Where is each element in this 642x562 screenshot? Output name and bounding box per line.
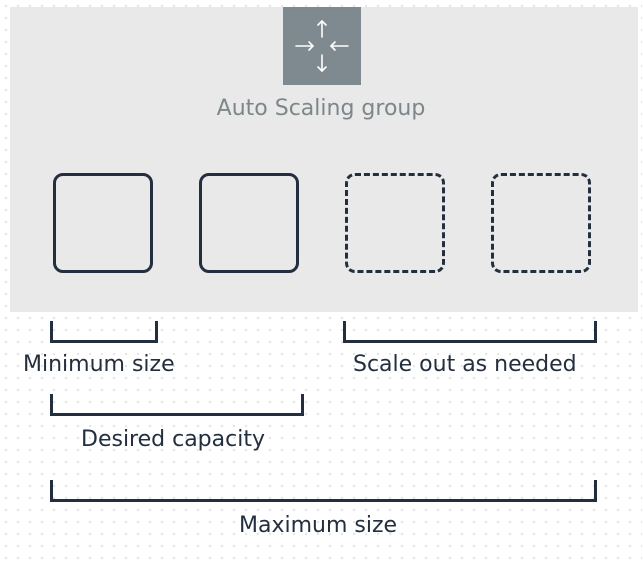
instance-potential-1 [345, 173, 445, 273]
desired-capacity-label: Desired capacity [81, 427, 265, 452]
instance-potential-2 [491, 173, 591, 273]
minimum-size-bracket [50, 321, 158, 343]
auto-scaling-group-label: Auto Scaling group [216, 96, 426, 121]
scale-out-bracket [343, 321, 597, 343]
desired-capacity-bracket [50, 394, 304, 416]
instance-running-2 [199, 173, 299, 273]
minimum-size-label: Minimum size [23, 352, 175, 377]
scale-out-label: Scale out as needed [353, 352, 577, 377]
maximum-size-bracket [50, 480, 597, 502]
auto-scaling-icon [283, 7, 361, 85]
maximum-size-label: Maximum size [239, 513, 398, 538]
instance-running-1 [53, 173, 153, 273]
